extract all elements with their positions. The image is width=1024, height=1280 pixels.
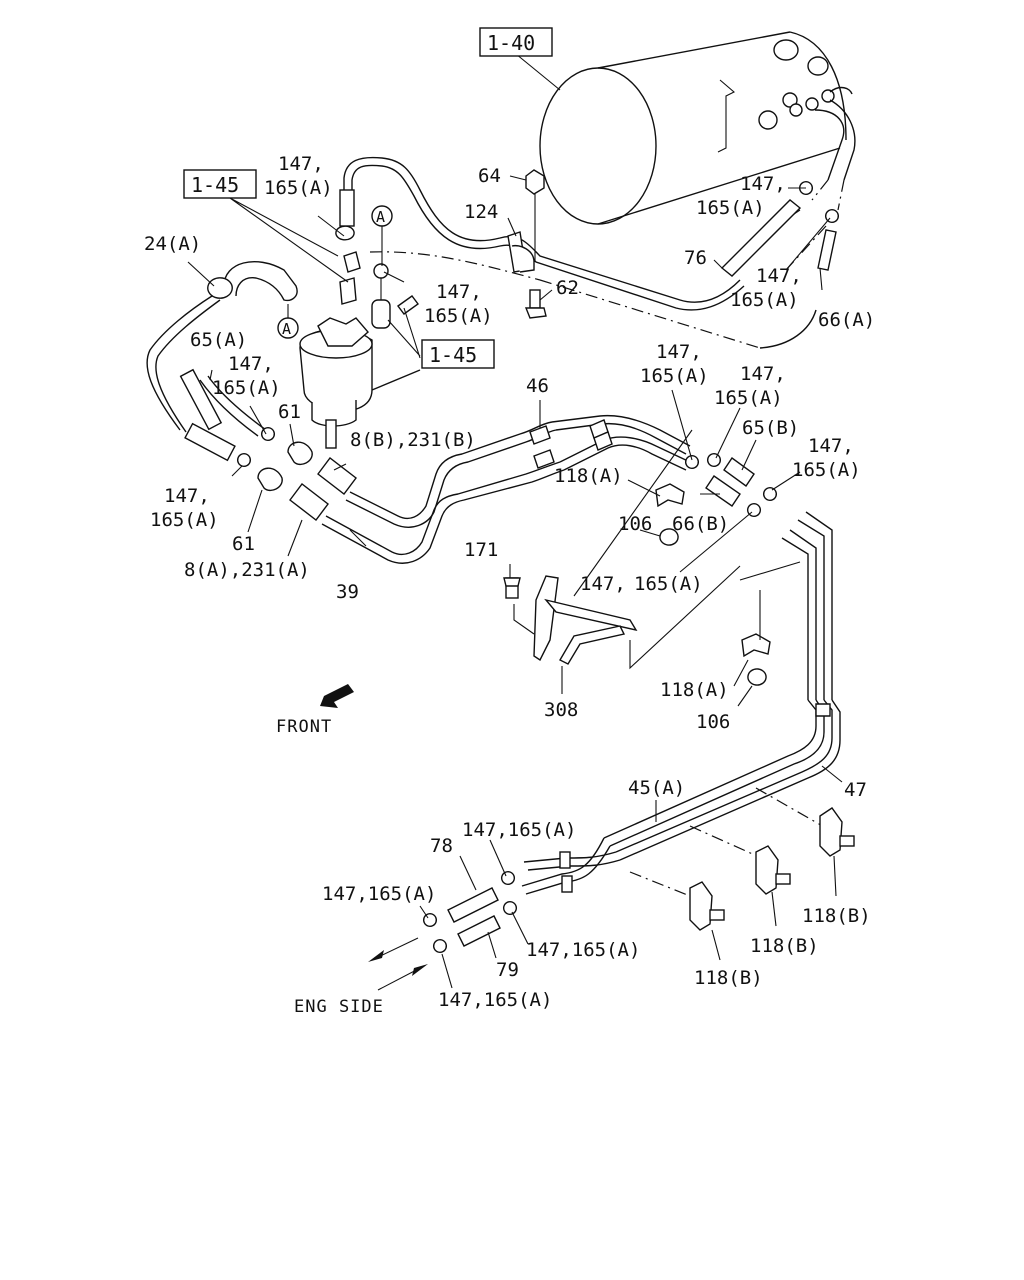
clamp-label-6a: 147, [656,341,702,363]
right-pipes [603,511,841,861]
leader-lines [187,53,843,989]
clamp-label-7b: 165(A) [714,387,783,409]
clamp-labels: 147, 165(A) 147, 165(A) 147, 165(A) 147,… [150,153,861,1011]
label-62: 62 [556,277,579,299]
label-66a: 66(A) [818,309,875,331]
fuel-filter [299,225,421,449]
clamp-label-10b: 165(A) [634,573,703,595]
label-61-upper: 61 [278,401,301,423]
label-61-lower: 61 [232,533,255,555]
clamp-label-14: 147,165(A) [438,989,552,1011]
clamp-118b-2 [755,845,791,895]
label-76: 76 [684,247,707,269]
clamp-label-7a: 147, [740,363,786,385]
label-118b-right: 118(B) [802,905,871,927]
ref-1-40: 1-40 [487,31,535,55]
label-308: 308 [544,699,578,721]
label-118a-lower: 118(A) [660,679,729,701]
left-hoses [146,261,565,564]
clamp-label-13: 147,165(A) [526,939,640,961]
label-124: 124 [464,201,498,223]
clamp-label-4a: 147, [756,265,802,287]
clamp-118b-3 [689,881,725,931]
clamp-label-6b: 165(A) [640,365,709,387]
clamp-label-4b: 165(A) [730,289,799,311]
ref-1-45-b: 1-45 [429,343,477,367]
label-24a: 24(A) [144,233,201,255]
clamp-label-2a: 147, [740,173,786,195]
label-65b: 65(B) [742,417,799,439]
label-118b-middle: 118(B) [750,935,819,957]
label-106-upper: 106 [618,513,652,535]
label-eng-side: ENG SIDE [294,997,384,1017]
clamp-label-5a: 147, [228,353,274,375]
clamp-label-3a: 147, [436,281,482,303]
clamp-label-8b: 165(A) [792,459,861,481]
eng-side-arrows-icon [368,937,428,991]
label-65a: 65(A) [190,329,247,351]
clamp-label-5b: 165(A) [212,377,281,399]
clamp-label-3b: 165(A) [424,305,493,327]
label-64: 64 [478,165,501,187]
label-8a-231a: 8(A),231(A) [184,559,310,581]
clamp-label-9a: 147, [164,485,210,507]
bracket-308 [503,429,741,670]
clamp-label-8a: 147, [808,435,854,457]
ref-box-1-45-a [183,169,257,199]
fuel-tank [539,31,853,225]
label-39: 39 [336,581,359,603]
ref-box-1-40 [479,27,553,57]
label-118b-left: 118(B) [694,967,763,989]
ref-1-45-a: 1-45 [191,173,239,197]
clamp-label-10a: 147, [580,573,626,595]
clamp-label-11: 147,165(A) [462,819,576,841]
label-front: FRONT [276,717,332,737]
clamp-label-9b: 165(A) [150,509,219,531]
clamp-label-12: 147,165(A) [322,883,436,905]
label-106-lower: 106 [696,711,730,733]
clamp-118b-1 [819,807,855,857]
label-78: 78 [430,835,453,857]
lower-front-pipes [422,787,855,954]
part-labels: 64 124 62 76 66(A) 24(A) 65(A) 61 61 8(B… [144,165,875,1017]
label-171: 171 [464,539,498,561]
clamp-label-1b: 165(A) [264,177,333,199]
label-46: 46 [526,375,549,397]
ref-box-1-45-b [421,339,495,369]
label-47: 47 [844,779,867,801]
label-79: 79 [496,959,519,981]
label-118a-upper: 118(A) [554,465,623,487]
connector-a-label-2: A [282,320,291,338]
front-arrow-icon [320,684,354,708]
centre-pipes [529,414,778,546]
clamp-label-1a: 147, [278,153,324,175]
label-45a: 45(A) [628,777,685,799]
connector-a-label-1: A [376,208,385,226]
clamp-label-2b: 165(A) [696,197,765,219]
label-66b: 66(B) [672,513,729,535]
upper-fuel-pipe [339,156,817,349]
label-8b-231b: 8(B),231(B) [350,429,476,451]
